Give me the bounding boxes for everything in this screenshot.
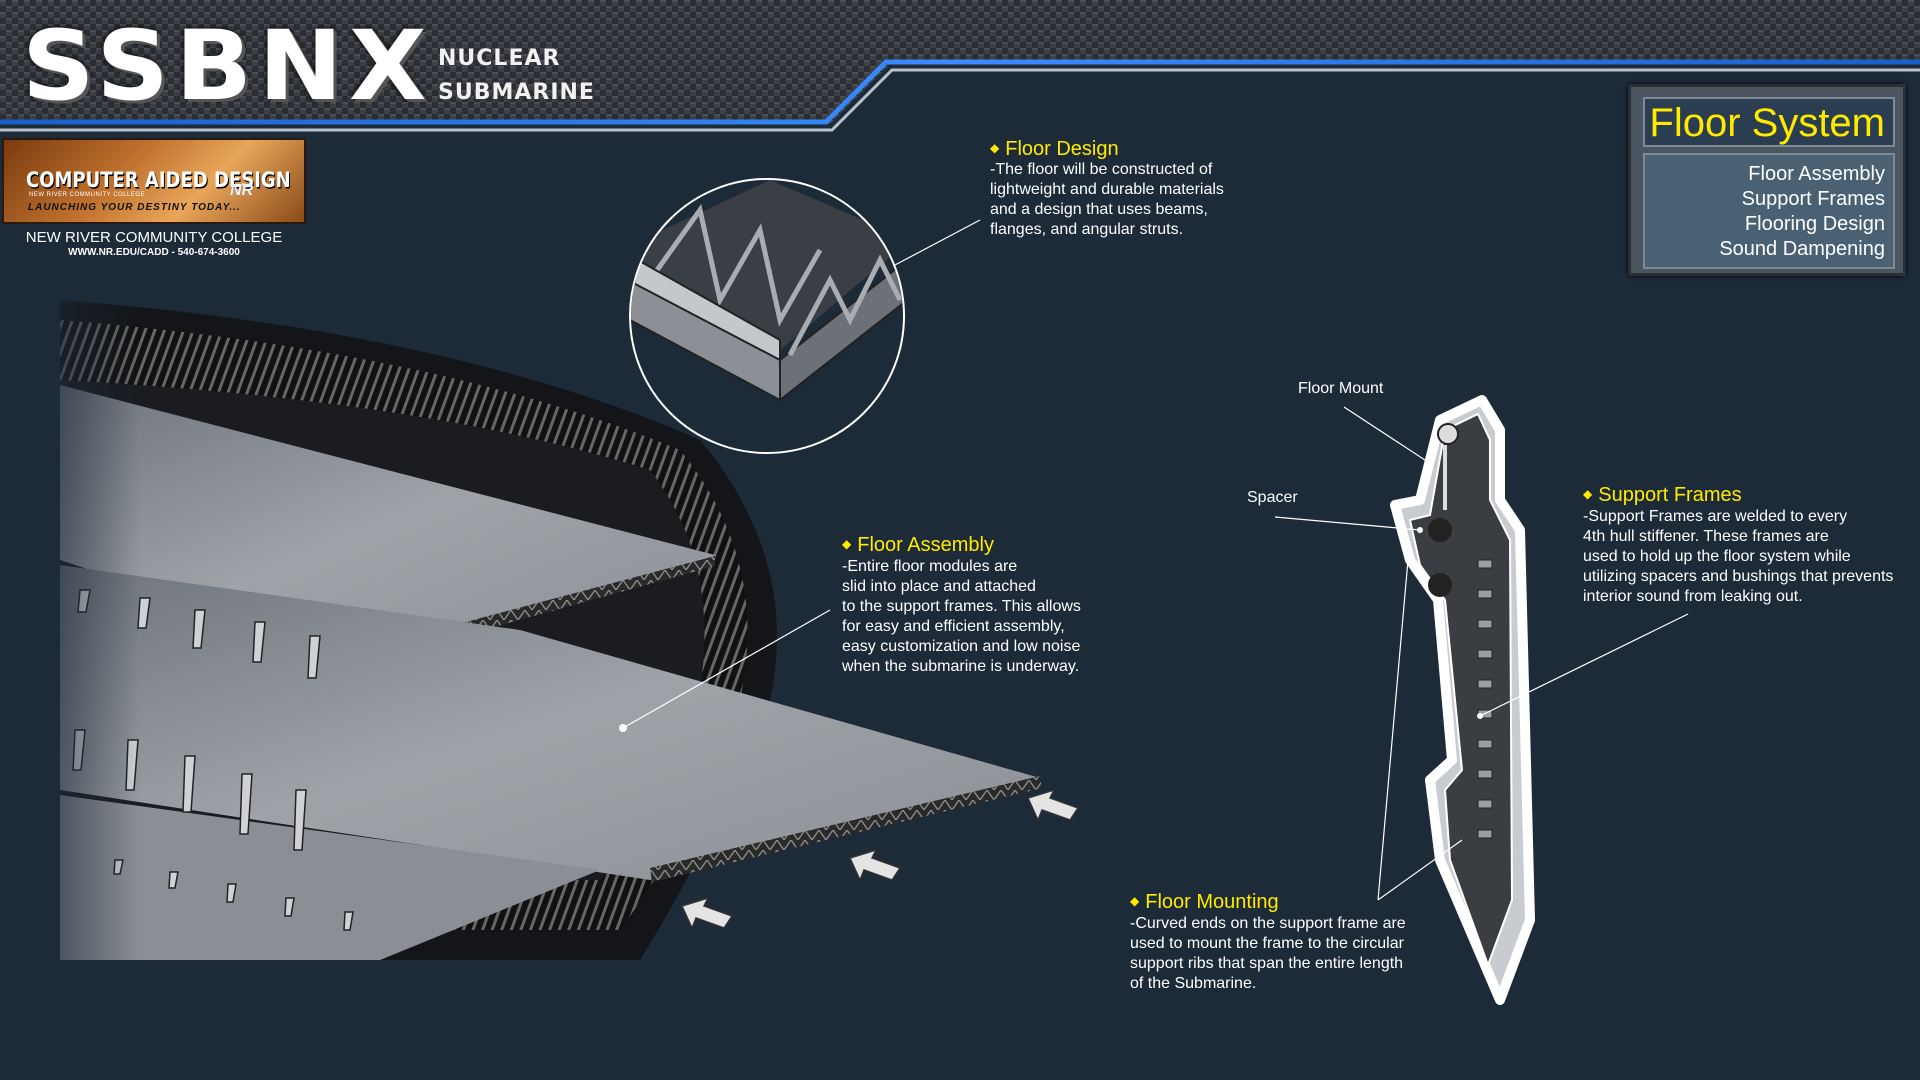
app-subtitle-line2: SUBMARINE (438, 80, 595, 105)
spacer-label: Spacer (1247, 489, 1298, 506)
hull-section (0, 280, 1042, 980)
nav-item-sound-dampening[interactable]: Sound Dampening (1719, 238, 1885, 260)
floor-mount-label: Floor Mount (1298, 380, 1384, 397)
floor-design-heading: ◆Floor Design (990, 138, 1119, 160)
nav-item-flooring-design[interactable]: Flooring Design (1744, 213, 1885, 235)
logo-line1: COMPUTER AIDED DESIGN (26, 167, 291, 194)
bullet-icon: ◆ (1130, 894, 1140, 908)
support-frames-heading: ◆Support Frames (1583, 484, 1742, 506)
nr-logo-icon: NR (230, 182, 254, 199)
app-title: SSBNX (22, 10, 434, 122)
nav-item-support-frames[interactable]: Support Frames (1741, 188, 1885, 210)
bullet-icon: ◆ (990, 141, 1000, 155)
floor-design-detail (629, 178, 981, 454)
bullet-icon: ◆ (1583, 487, 1593, 501)
support-frame-detail (1274, 395, 1689, 1005)
floor-assembly-heading: ◆Floor Assembly (842, 534, 994, 556)
nav-title-box: Floor System (1643, 97, 1895, 147)
college-name: NEW RIVER COMMUNITY COLLEGE (25, 229, 283, 246)
floor-mounting-heading: ◆Floor Mounting (1130, 891, 1279, 913)
logo-line2: NEW RIVER COMMUNITY COLLEGE (29, 192, 146, 198)
nav-panel: Floor System Floor Assembly Support Fram… (1628, 84, 1906, 276)
floor-assembly-text: -Entire floor modules are slid into plac… (842, 558, 1081, 675)
insertion-arrows-icon (680, 788, 1080, 930)
college-contact: WWW.NR.EDU/CADD - 540-674-3600 (68, 247, 240, 258)
support-frames-text: -Support Frames are welded to every 4th … (1583, 508, 1894, 605)
bullet-icon: ◆ (842, 537, 852, 551)
app-subtitle-line1: NUCLEAR (438, 46, 561, 71)
logo-tagline: LAUNCHING YOUR DESTINY TODAY... (28, 202, 241, 213)
nav-item-floor-assembly[interactable]: Floor Assembly (1748, 163, 1885, 185)
header-band (0, 0, 1920, 132)
nav-list: Floor Assembly Support Frames Flooring D… (1643, 153, 1895, 269)
floor-mounting-text: -Curved ends on the support frame are us… (1130, 915, 1406, 992)
floor-design-text: -The floor will be constructed of lightw… (990, 161, 1224, 238)
cad-logo: COMPUTER AIDED DESIGN NEW RIVER COMMUNIT… (2, 138, 306, 224)
nav-title: Floor System (1649, 101, 1885, 145)
